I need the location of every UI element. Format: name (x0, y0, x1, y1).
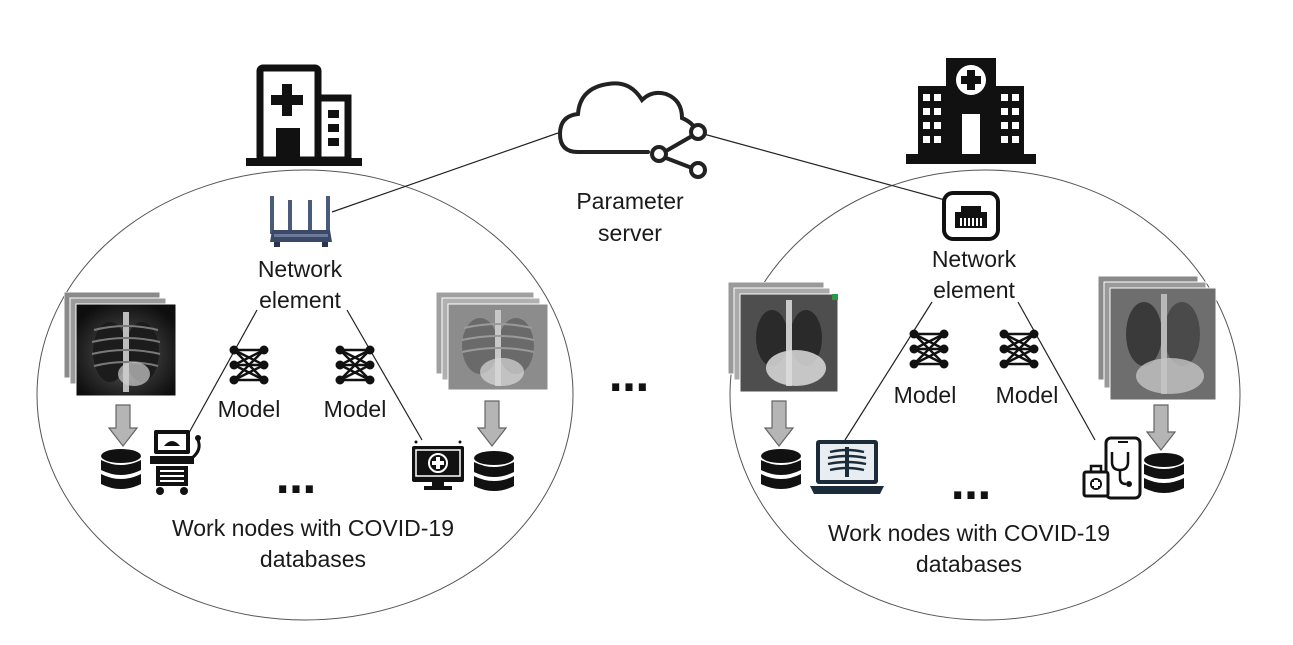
right-network-element-label-line1: Network (931, 246, 1017, 272)
domain-ellipse-right (729, 169, 1241, 621)
more-domains-ellipsis: … (609, 355, 655, 401)
parameter-server-label-line1: Parameter (576, 188, 684, 214)
model-label: Model (893, 382, 957, 408)
cloud-share-icon (557, 81, 707, 179)
more-nodes-ellipsis-right: … (951, 463, 997, 509)
model-label: Model (995, 382, 1059, 408)
neural-network-icon (229, 345, 269, 385)
medical-monitor-icon (412, 440, 464, 490)
left-network-element-label-line2: element (259, 287, 341, 313)
database-icon (101, 449, 141, 489)
xray-laptop-icon (810, 440, 884, 494)
chest-xray-stack (1098, 276, 1217, 401)
neural-network-icon (909, 329, 949, 369)
right-network-element-label-line2: element (933, 277, 1015, 303)
right-domain-caption: Work nodes with COVID-19 databases (827, 520, 1111, 577)
down-arrow-icon (764, 400, 794, 447)
hospital-building-solid-icon (906, 58, 1036, 164)
link-left-ne-worker2 (346, 309, 423, 441)
model-label: Model (217, 396, 281, 422)
neural-network-icon (335, 345, 375, 385)
link-server-left (331, 132, 559, 213)
database-icon (761, 449, 801, 489)
hospital-building-outline-icon (246, 64, 362, 166)
left-domain-caption: Work nodes with COVID-19 databases (171, 515, 455, 572)
chest-xray-stack (64, 292, 177, 397)
link-right-ne-worker2 (1017, 301, 1096, 441)
database-icon (474, 451, 514, 491)
link-server-right (699, 132, 946, 201)
neural-network-icon (999, 329, 1039, 369)
ethernet-port-icon (942, 191, 1000, 241)
database-icon (1144, 453, 1184, 493)
model-label: Model (323, 396, 387, 422)
ultrasound-machine-icon (150, 430, 201, 495)
chest-xray-stack (728, 282, 839, 393)
down-arrow-icon (477, 400, 507, 447)
link-right-ne-worker1 (844, 301, 933, 441)
domain-ellipse-left (36, 169, 574, 621)
chest-xray-stack (436, 292, 549, 391)
down-arrow-icon (1146, 404, 1176, 451)
link-left-ne-worker1 (184, 309, 258, 441)
more-nodes-ellipsis-left: … (276, 457, 322, 503)
left-network-element-label-line1: Network (257, 256, 343, 282)
down-arrow-icon (108, 404, 138, 447)
parameter-server-label-line2: server (598, 220, 662, 246)
telemedicine-phone-icon (1082, 436, 1142, 500)
wifi-router-icon (270, 196, 332, 247)
